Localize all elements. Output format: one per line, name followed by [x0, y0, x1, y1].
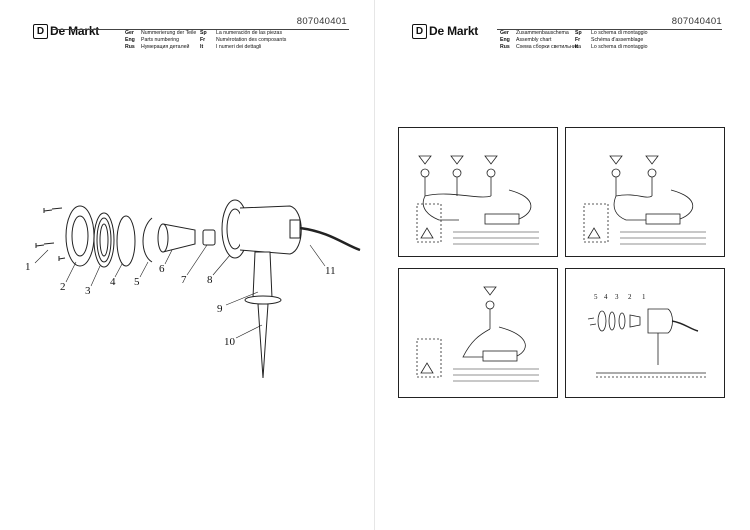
brand-logo: D De Markt: [412, 23, 478, 39]
part-number-11: 11: [325, 265, 336, 277]
ground-spike: [257, 303, 269, 379]
part-number-1: 1: [25, 261, 31, 273]
header-rule: [497, 29, 722, 30]
page-divider: [374, 0, 375, 530]
logo-mark: D: [412, 23, 427, 39]
gasket-ring: [93, 212, 115, 268]
wiring-panel-two-lamps: [565, 127, 725, 257]
housing-body: [239, 205, 302, 255]
article-code: 807040401: [671, 16, 722, 27]
assembly-number-4: 4: [604, 293, 608, 301]
part-number-5: 5: [134, 276, 140, 288]
part-number-9: 9: [217, 303, 223, 315]
article-code: 807040401: [296, 16, 347, 27]
cover-ring: [65, 205, 95, 267]
assembly-number-3: 3: [615, 293, 619, 301]
logo-text: De Markt: [50, 24, 100, 38]
wiring-panel-three-lamps: [398, 127, 558, 257]
assembly-panel: 5 4 3 2 1: [565, 268, 725, 398]
header-rule: [52, 29, 349, 30]
glass-disc: [116, 215, 136, 267]
brand-logo: D De Markt: [33, 23, 99, 39]
logo-mark: D: [33, 23, 48, 39]
screw-part: [35, 207, 66, 261]
part-number-3: 3: [85, 285, 91, 297]
part-number-6: 6: [159, 263, 165, 275]
part-number-4: 4: [110, 276, 116, 288]
part-number-7: 7: [181, 274, 187, 286]
power-cable: [299, 226, 361, 252]
exploded-parts-drawing: 1 2 3 4 5 6 7 8 9 10 11: [25, 199, 361, 379]
assembly-number-5: 5: [594, 293, 598, 301]
lamp-bulb: [202, 229, 216, 246]
part-number-10: 10: [224, 336, 236, 348]
logo-text: De Markt: [429, 24, 479, 38]
spring-clip: [142, 217, 153, 263]
wiring-panel-one-lamp: [398, 268, 558, 398]
spike-joint: [252, 251, 273, 299]
part-number-8: 8: [207, 274, 213, 286]
assembly-number-1: 1: [642, 293, 646, 301]
part-number-2: 2: [60, 281, 66, 293]
assembly-number-2: 2: [628, 293, 632, 301]
